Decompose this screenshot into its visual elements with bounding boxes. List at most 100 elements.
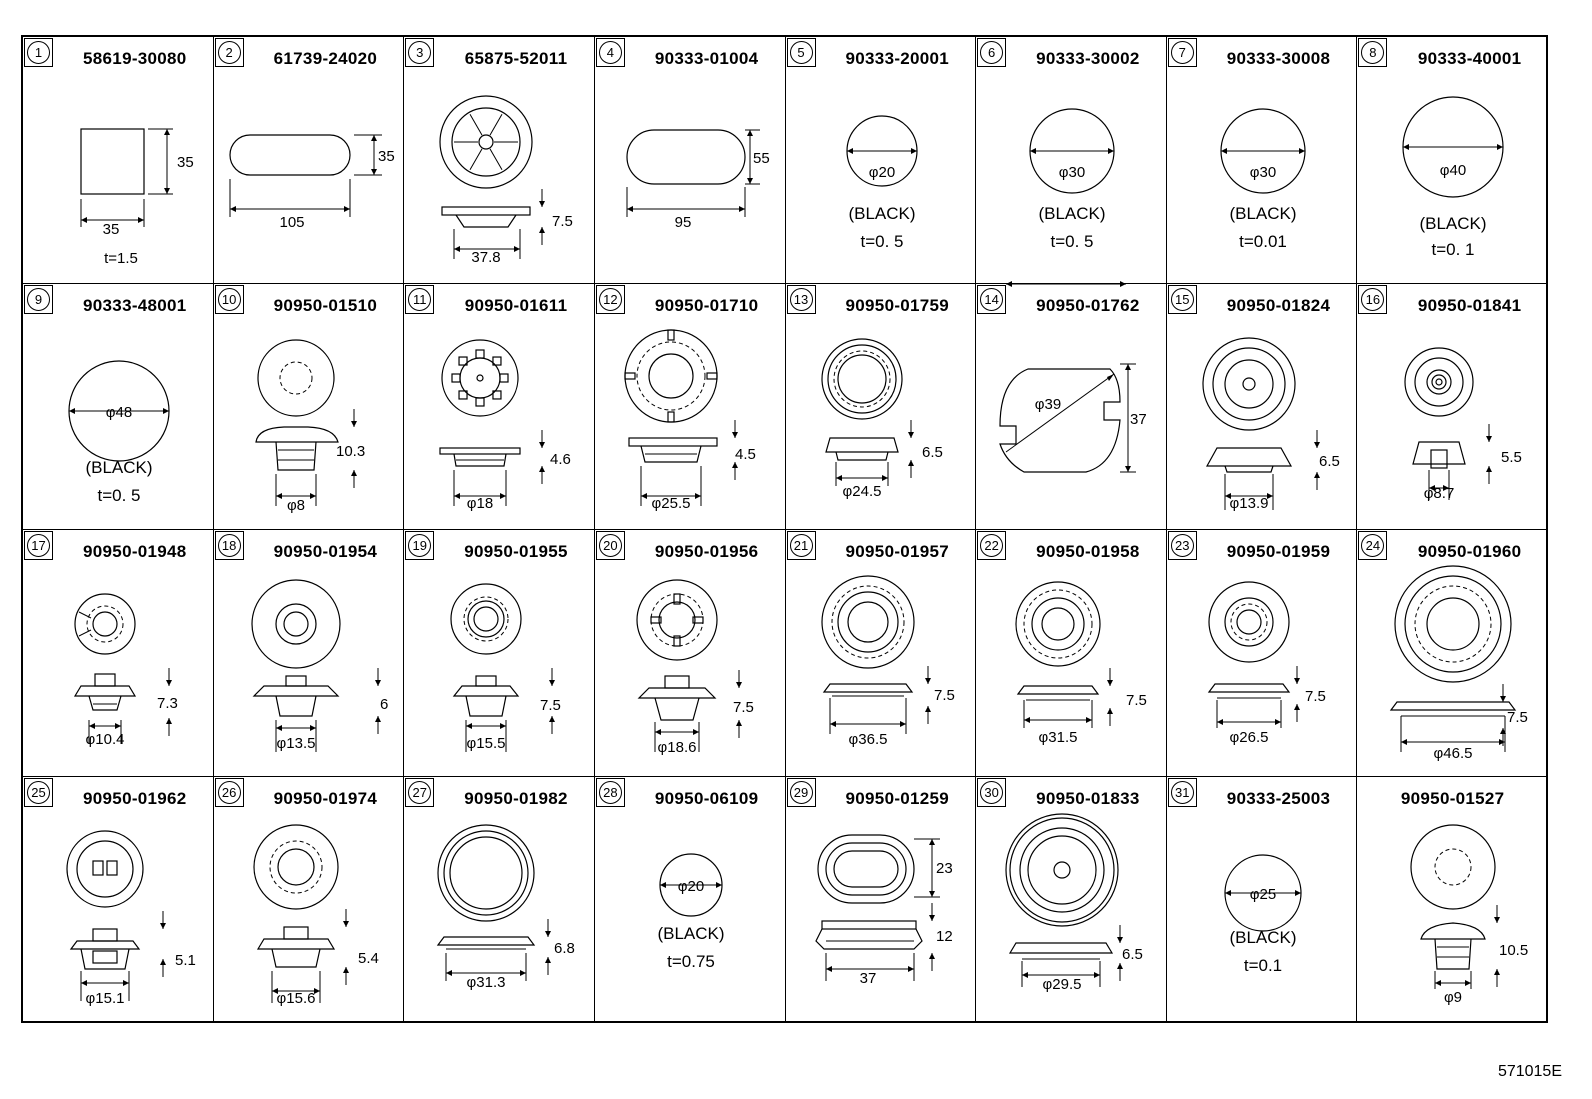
- arrow-head: [374, 680, 381, 686]
- arrow-head: [746, 130, 753, 136]
- outline-circle: [836, 353, 887, 404]
- part-outline: [465, 695, 507, 717]
- arrow-head: [115, 723, 121, 729]
- part-rect: [92, 859, 104, 876]
- arrow-head: [1107, 680, 1114, 686]
- arrow-head: [1494, 916, 1501, 923]
- outline-circle: [1236, 609, 1262, 635]
- arrow-head: [1465, 979, 1472, 986]
- part-rect: [820, 919, 917, 930]
- dimension-label: 7.5: [1507, 709, 1528, 726]
- dimension-label: 5.5: [1501, 449, 1522, 466]
- outline-circle: [451, 107, 521, 177]
- dimension-label: φ36.5: [848, 731, 887, 748]
- outline-circle: [251, 579, 341, 669]
- part-drawing: 7.537.8: [439, 95, 573, 266]
- part-rect: [650, 616, 662, 624]
- arrow-head: [166, 680, 172, 686]
- callout-number: 12: [595, 284, 625, 314]
- arrow-head: [271, 987, 278, 994]
- outline-circle: [66, 829, 144, 908]
- outline-circle: [1224, 597, 1274, 647]
- outline-circle: [1015, 581, 1101, 667]
- arrow-head: [1486, 465, 1493, 472]
- arrow-head: [81, 979, 87, 986]
- arrow-head: [1486, 435, 1493, 442]
- part-number: 90950-01955: [464, 542, 568, 561]
- part-drawing: φ30(BLACK)t=0.01: [1220, 108, 1306, 251]
- arrow-head: [1108, 148, 1115, 154]
- dimension-label: t=0. 5: [97, 486, 140, 505]
- dimension-label: φ15.6: [276, 990, 315, 1007]
- part-rect: [816, 833, 915, 904]
- callout-number-label: 14: [980, 287, 1004, 311]
- part-rect: [628, 436, 718, 447]
- callout-number: 5: [786, 38, 816, 67]
- part-rect: [667, 328, 675, 341]
- arrow-head: [275, 725, 282, 731]
- dimension-label: φ13.5: [276, 735, 315, 752]
- outline-circle: [1023, 589, 1093, 659]
- part-number: 90950-01959: [1226, 542, 1331, 561]
- dimension-label: φ30: [1250, 164, 1276, 181]
- dimension-label: φ24.5: [842, 483, 881, 500]
- part-outline: [252, 685, 340, 697]
- dimension-label: φ8.7: [1424, 485, 1455, 502]
- arrow-head: [626, 206, 633, 212]
- outline-circle: [820, 337, 903, 420]
- part-outline: [1205, 446, 1292, 467]
- callout-number-label: 7: [1170, 41, 1194, 64]
- part-drawing: φ20(BLACK)t=0. 5: [845, 115, 918, 251]
- outline-circle: [253, 823, 339, 910]
- dimension-label: 7.5: [540, 697, 561, 714]
- callout-number: 27: [405, 777, 435, 807]
- part-outline: [69, 939, 141, 950]
- outline-circle: [439, 95, 533, 189]
- outline-circle: [636, 341, 706, 410]
- part-drawing: φ30(BLACK)t=0. 5: [1029, 108, 1115, 251]
- outline-circle: [1202, 336, 1296, 431]
- part-number: 90333-01004: [654, 49, 759, 68]
- dimension-label: φ18: [467, 495, 493, 512]
- dimension-label: (BLACK): [1229, 928, 1296, 947]
- callout-number-label: 8: [1361, 41, 1385, 64]
- callout-number: 6: [977, 38, 1007, 67]
- part-number: 90333-20001: [845, 49, 950, 68]
- arrow-head: [545, 930, 552, 937]
- arrow-head: [545, 956, 552, 963]
- part-outline: [637, 687, 717, 699]
- dimension-label: φ15.1: [86, 990, 125, 1007]
- callout-number: 7: [1167, 38, 1197, 67]
- callout-number: 31: [1167, 777, 1197, 807]
- part-number: 90950-01841: [1417, 295, 1522, 315]
- dimension-label: 6.5: [1319, 453, 1340, 470]
- part-rect: [475, 348, 485, 359]
- arrow-head: [454, 246, 461, 252]
- arrow-head: [164, 188, 170, 194]
- part-outline: [1009, 941, 1114, 954]
- outline-circle: [92, 611, 118, 637]
- dimension-label: 6.8: [554, 940, 575, 957]
- outline-circle: [459, 356, 501, 399]
- arrow-head: [731, 431, 738, 438]
- arrow-head: [163, 407, 169, 414]
- part-drawing: 5.5 φ8.7: [1404, 346, 1522, 502]
- arrow-head: [694, 492, 701, 499]
- arrow-head: [160, 958, 166, 965]
- arrow-head: [520, 969, 527, 976]
- dimension-label: 10.3: [336, 443, 365, 460]
- part-outline: [1434, 938, 1472, 970]
